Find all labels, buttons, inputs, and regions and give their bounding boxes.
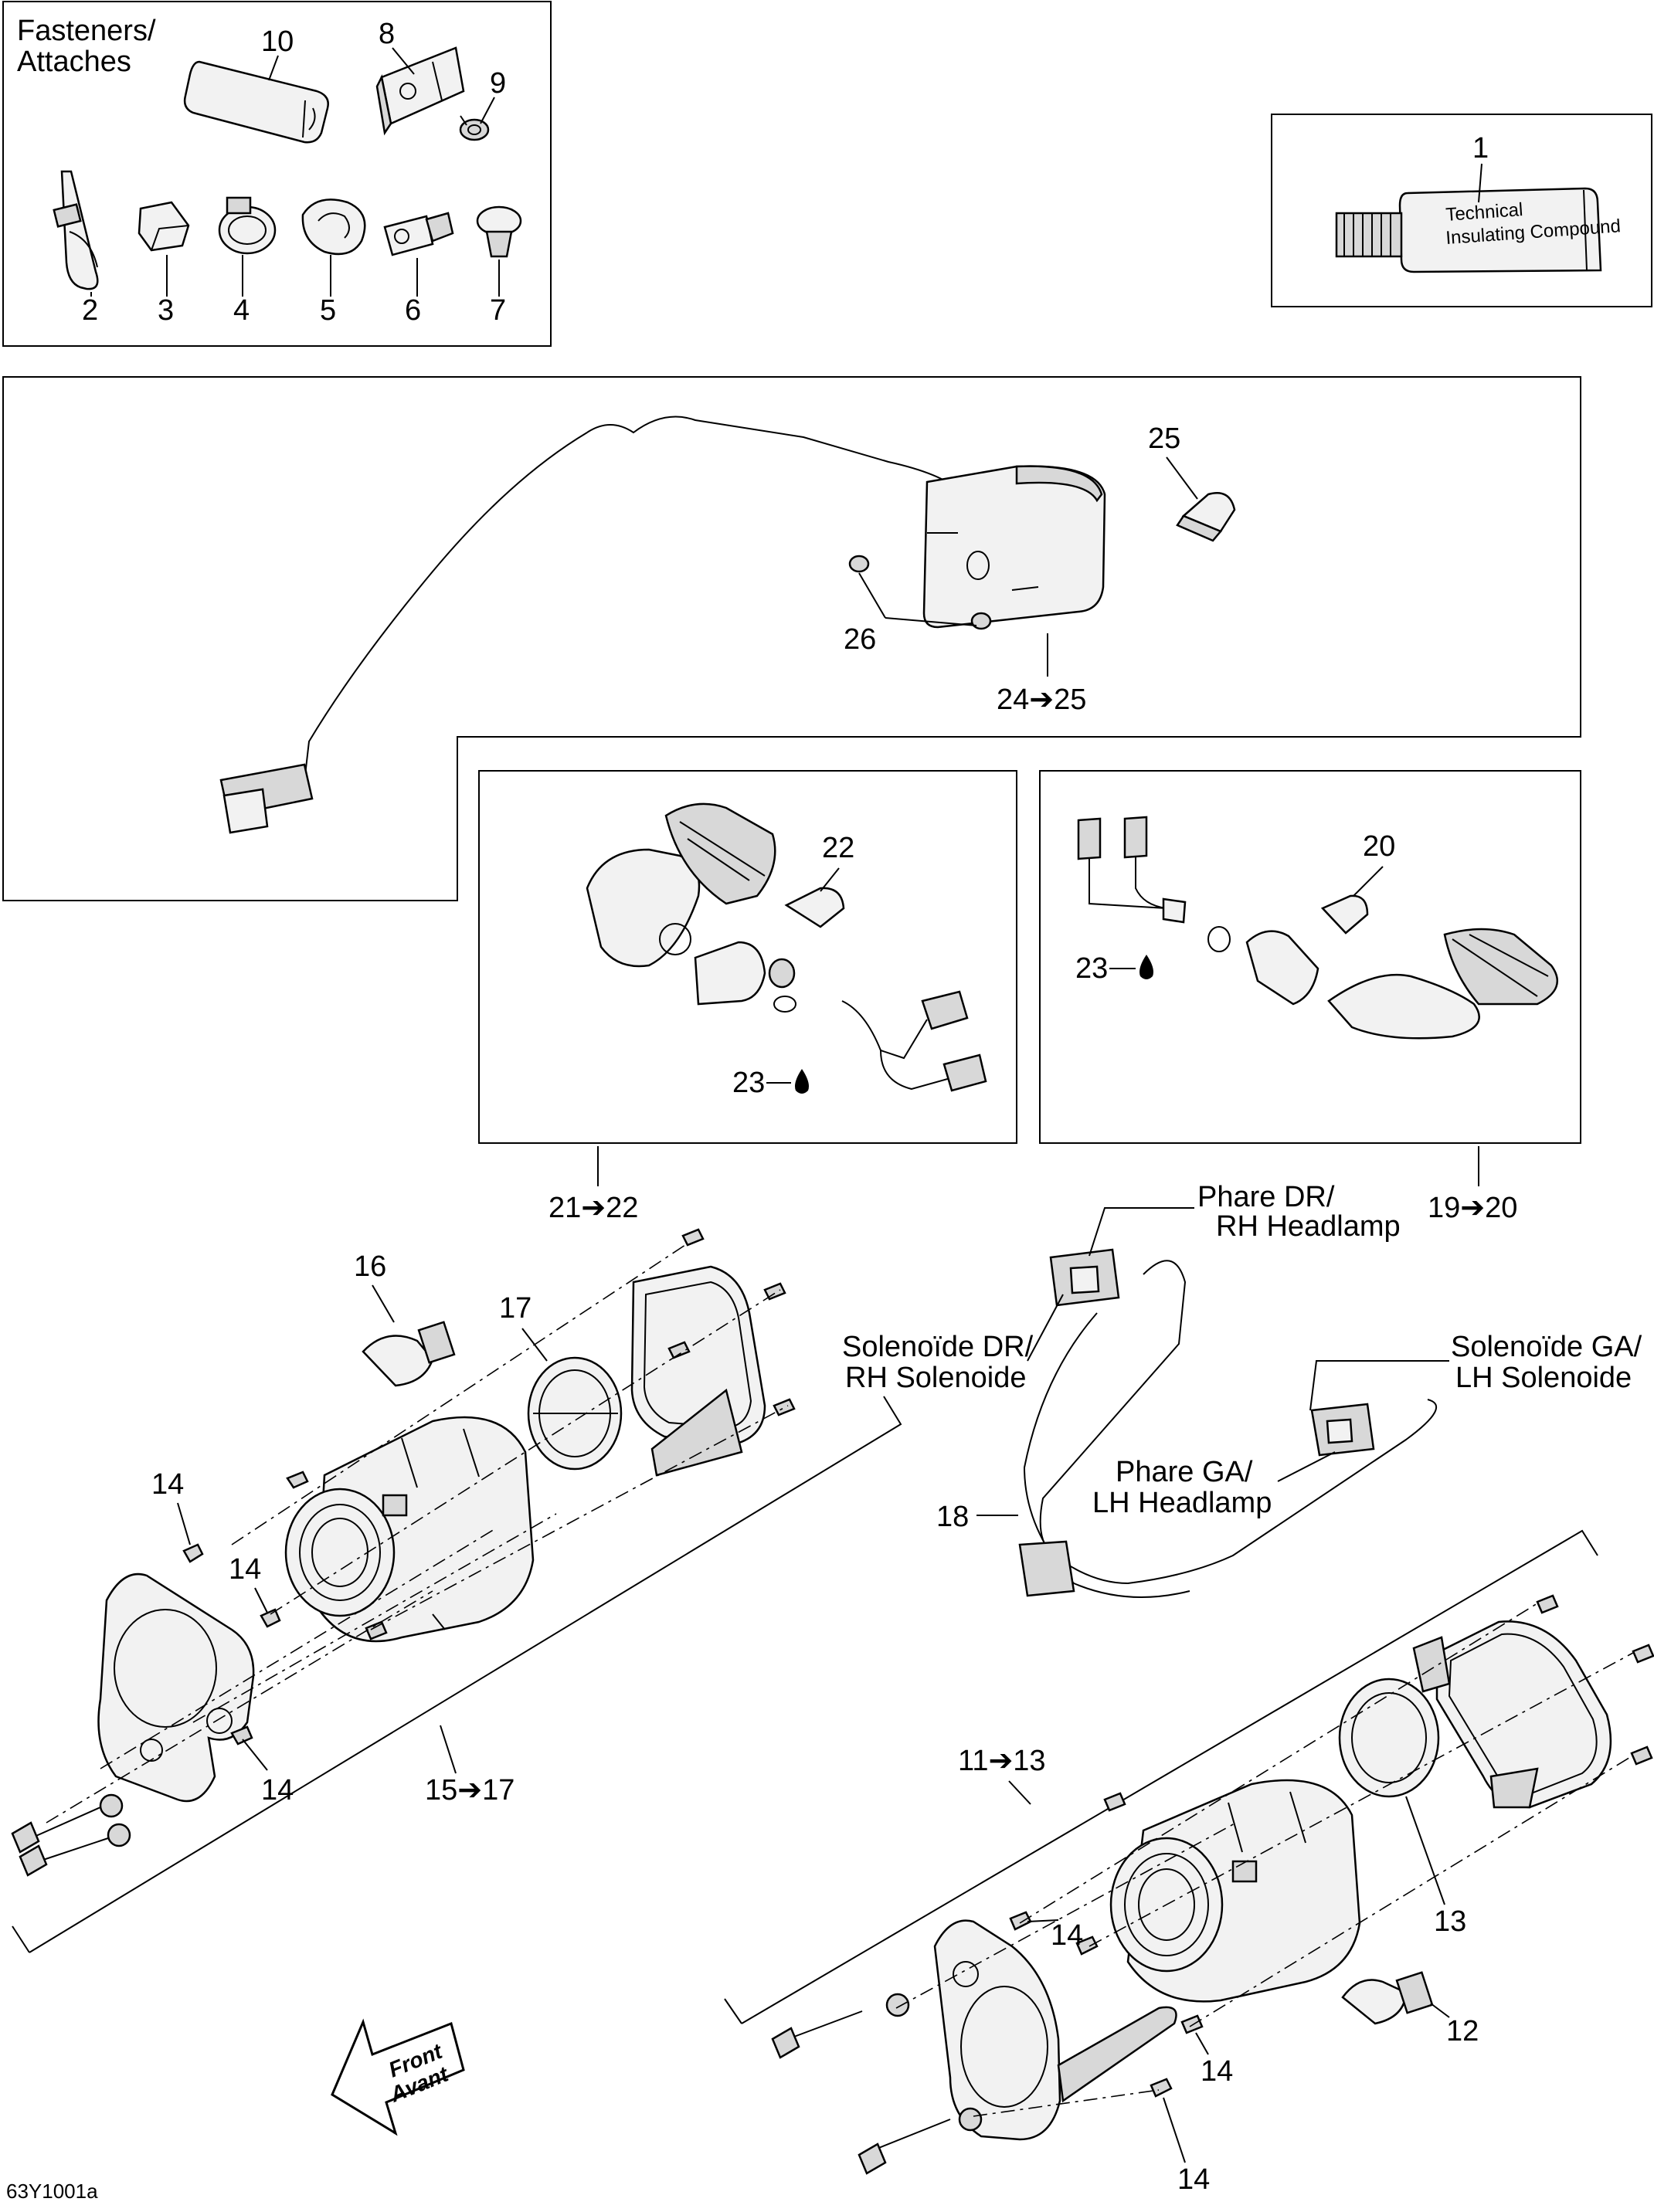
clamp-part-5	[301, 198, 366, 256]
callout-2: 2	[82, 294, 98, 327]
callout-4: 4	[233, 294, 250, 327]
socket-rh	[694, 941, 796, 1013]
adjuster-screws-left	[11, 1793, 131, 1877]
callout-6: 6	[405, 294, 421, 327]
front-direction-arrow: Front Avant	[331, 2018, 465, 2136]
bracket-11-13-line	[741, 1529, 1598, 2024]
taillight-box	[2, 376, 1581, 901]
mounting-plate-left	[97, 1572, 255, 1803]
lh-headlamp-label-2: LH Headlamp	[1092, 1487, 1272, 1519]
clip-part-3	[138, 201, 190, 252]
screws-left	[182, 1228, 796, 1746]
rh-solenoid-label-2: RH Solenoide	[845, 1362, 1026, 1394]
callout-12: 12	[1446, 2015, 1479, 2047]
callout-26: 26	[844, 623, 876, 656]
cable-tie-part-2	[53, 170, 99, 290]
callout-21-22: 21➔22	[549, 1192, 638, 1224]
callout-10: 10	[261, 25, 294, 58]
headlamp-body-left	[284, 1416, 535, 1643]
callout-15-17: 15➔17	[425, 1774, 515, 1807]
callout-7: 7	[490, 294, 506, 327]
rh-headlamp-label-1: Phare DR/	[1197, 1181, 1335, 1213]
callout-9: 9	[490, 67, 506, 100]
callout-14-f: 14	[1177, 2163, 1210, 2196]
gasket-frame-right	[1412, 1620, 1612, 1809]
insulating-compound-tube-part-1: Technical Insulating Compound	[1335, 187, 1622, 273]
callout-3: 3	[158, 294, 174, 327]
bulb-part-25	[1176, 492, 1236, 542]
callout-5: 5	[320, 294, 336, 327]
clip-part-8	[375, 46, 465, 136]
callout-20: 20	[1363, 830, 1395, 863]
taillight-harness	[219, 416, 976, 834]
turn-signal-rh-box	[478, 770, 1017, 1144]
callout-14-b: 14	[229, 1553, 261, 1586]
rh-solenoid-label-1: Solenoïde DR/	[842, 1331, 1034, 1363]
gasket-frame-left	[630, 1265, 766, 1477]
bulb-part-20	[1320, 894, 1369, 935]
callout-25: 25	[1148, 422, 1180, 455]
callout-16: 16	[354, 1250, 386, 1283]
callout-14-a: 14	[151, 1468, 184, 1501]
bracket-15-17-line	[29, 1396, 902, 1953]
edge-trim-part-10	[183, 60, 329, 144]
taillight-housing	[922, 465, 1106, 629]
callout-22: 22	[822, 832, 854, 864]
callout-17: 17	[499, 1292, 532, 1325]
headlamp-harness-part-18	[1018, 1248, 1437, 1598]
callout-23-rh: 23	[732, 1067, 765, 1099]
hose-clamp-part-4	[218, 196, 277, 255]
callout-18: 18	[936, 1501, 969, 1533]
callout-24-25: 24➔25	[997, 684, 1086, 716]
headlamp-body-right	[1109, 1779, 1361, 2003]
mounting-plate-right	[933, 1919, 1177, 2141]
dielectric-grease-icon-rh	[795, 1069, 809, 1094]
lh-headlamp-label-1: Phare GA/	[1116, 1456, 1253, 1488]
turn-signal-lens-rh	[586, 802, 776, 968]
callout-23-lh: 23	[1075, 952, 1108, 985]
bulb-part-16	[362, 1321, 456, 1387]
fasteners-title-line2: Attaches	[17, 46, 131, 78]
callout-19-20: 19➔20	[1428, 1192, 1517, 1224]
callout-11-13: 11➔13	[958, 1745, 1046, 1777]
pigtail-harness-lh	[1077, 816, 1187, 924]
callout-14-e: 14	[1201, 2055, 1233, 2088]
speed-nut-part-6	[383, 212, 454, 256]
dielectric-grease-icon-lh	[1139, 955, 1153, 979]
turn-signal-lens-lh	[1327, 928, 1559, 1040]
compound-box	[1271, 114, 1652, 307]
turn-signal-lh-box	[1039, 770, 1581, 1144]
fasteners-box	[2, 1, 552, 347]
retaining-ring-part-17	[527, 1356, 623, 1471]
screws-right	[1009, 1594, 1654, 2098]
lh-solenoid-label-2: LH Solenoide	[1455, 1362, 1632, 1394]
figure-code: 63Y1001a	[6, 2180, 98, 2203]
rh-headlamp-label-2: RH Headlamp	[1216, 1210, 1401, 1243]
callout-14-d: 14	[1051, 1919, 1083, 1952]
socket-lh	[1207, 926, 1319, 1006]
nut-part-9	[459, 115, 490, 141]
adjuster-screws-right	[771, 1993, 983, 2175]
callout-1: 1	[1472, 132, 1489, 165]
bulb-part-12	[1341, 1971, 1434, 2025]
callout-14-c: 14	[261, 1774, 294, 1807]
retaining-ring-part-13	[1338, 1678, 1440, 1798]
push-rivet-part-7	[476, 205, 522, 258]
callout-8: 8	[379, 18, 395, 50]
pigtail-harness-rh	[841, 990, 987, 1092]
callout-13: 13	[1434, 1905, 1466, 1938]
fasteners-title-line1: Fasteners/	[17, 15, 156, 47]
bulb-part-22	[784, 887, 845, 928]
lh-solenoid-label-1: Solenoïde GA/	[1451, 1331, 1642, 1363]
